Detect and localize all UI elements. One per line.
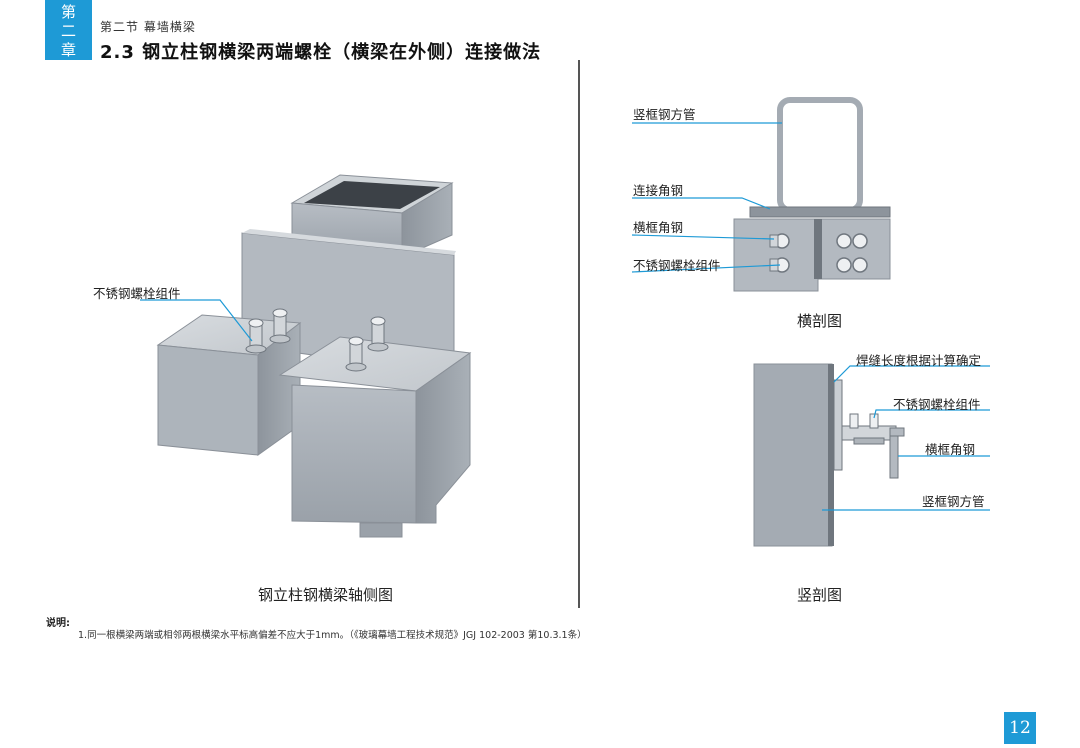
caption-vertical-section: 竖剖图 [797,586,843,604]
label-vertical-tube: 竖框钢方管 [633,107,696,122]
label-bolt-assembly: 不锈钢螺栓组件 [93,286,181,301]
right-transom-front [291,384,417,524]
connecting-angle-leg [833,379,843,471]
frame-angle-right [817,218,891,280]
vertical-divider [578,60,580,608]
label-bolt-assembly: 不锈钢螺栓组件 [893,397,981,412]
label-weld-length: 焊缝长度根据计算确定 [856,353,982,368]
chapter-tab: 第 二 章 [45,0,92,60]
label-frame-angle: 横框角钢 [633,220,684,235]
page-title: 2.3 钢立柱钢横梁两端螺栓（横梁在外侧）连接做法 [100,42,542,63]
vertical-tube-body [753,363,833,547]
label-frame-angle: 横框角钢 [925,442,976,457]
section-label: 第二节 幕墙横梁 [100,20,196,34]
vertical-section-drawing [753,363,990,547]
frame-angle-left [733,218,819,292]
chapter-tab-char: 第 [60,3,76,21]
connection-plate-top [242,229,456,255]
bolt-group-left [245,308,291,354]
chapter-tab-char: 二 [60,22,76,40]
leader-lines [631,122,782,273]
label-connecting-angle: 连接角钢 [633,183,684,198]
tube-inner [304,181,440,209]
cross-section-drawing [631,97,891,292]
caption-cross-section: 横剖图 [797,312,843,330]
page-number: 12 [1004,712,1036,744]
bolt-group-right [345,316,389,372]
notes-title: 说明: [46,618,70,629]
left-transom-front [157,344,259,456]
right-transom-side [415,352,471,524]
connecting-angle [749,206,891,218]
label-bolt-assembly: 不锈钢螺栓组件 [633,258,721,273]
tube-right-face [401,182,453,258]
leader-line [140,299,253,342]
label-vertical-tube: 竖框钢方管 [922,494,985,509]
vertical-tube-section [777,97,863,213]
axonometric-drawing [140,174,472,538]
caption-axonometric: 钢立柱钢横梁轴侧图 [258,586,394,604]
leader-lines [822,365,990,511]
bolt-assembly-side [841,413,897,445]
notes-item: 1.同一根横梁两端或相邻两根横梁水平标高偏差不应大于1mm。（《玻璃幕墙工程技术… [78,630,587,641]
chapter-tab-char: 章 [60,41,76,59]
tube-bottom [359,522,403,538]
